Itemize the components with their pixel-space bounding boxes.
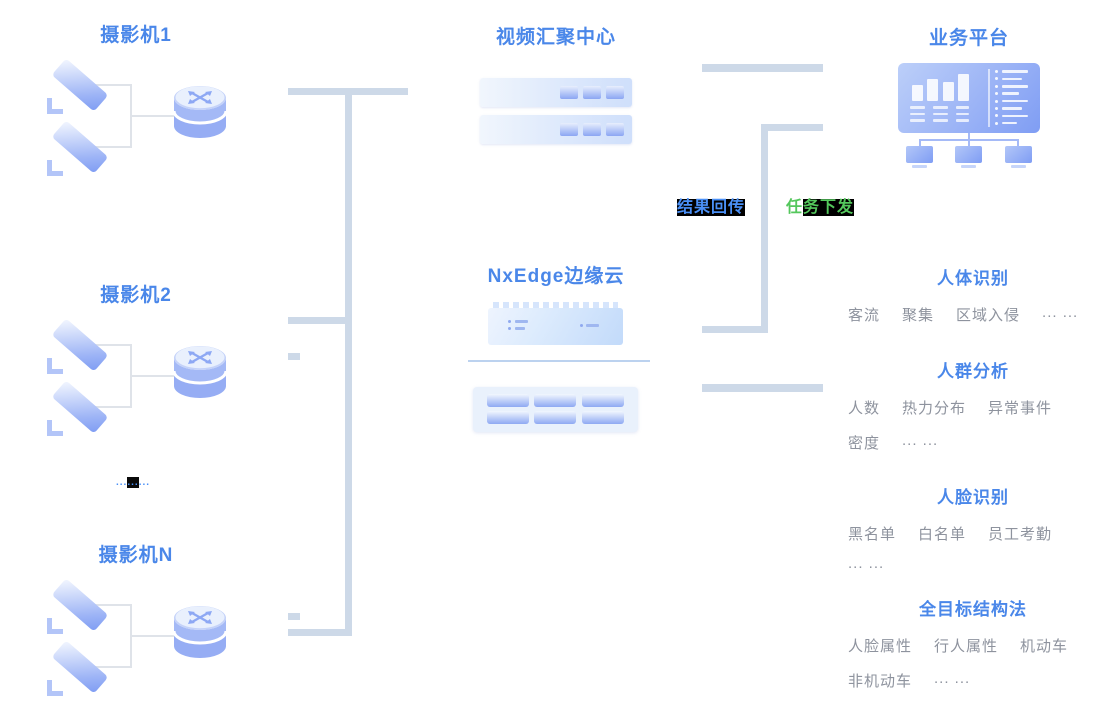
camera-link-line: [88, 406, 132, 408]
feature-item: 机动车: [1020, 638, 1069, 655]
camera-link-line: [88, 146, 132, 148]
feature-item: 聚集: [902, 307, 935, 324]
result-flow-text: 结果回传: [677, 199, 746, 216]
camera-link-line: [130, 635, 176, 637]
connector-stub: [288, 613, 300, 620]
platform-link-line: [968, 140, 970, 147]
cctv-camera-icon: [47, 380, 110, 436]
edge-cloud-title: NxEdge边缘云: [487, 266, 625, 287]
feature-section-body-recognition: 人体识别 客流 聚集 区域入侵 ... ...: [848, 264, 1098, 325]
cctv-camera-icon: [47, 318, 110, 374]
cctv-camera-icon: [47, 120, 110, 176]
monitor-stand: [961, 165, 976, 168]
monitor-stand: [1011, 165, 1026, 168]
camera-group-title: 摄影机N: [98, 545, 174, 566]
feature-item: 人数: [848, 400, 881, 417]
platform-link-line: [919, 140, 921, 147]
result-flow-label: 结果回传: [677, 199, 746, 217]
cctv-camera-icon: [47, 58, 110, 114]
task-flow-text-tail: 务下发: [803, 199, 855, 216]
client-monitor-icon: [906, 146, 933, 163]
more-cameras-ellipsis: .........: [116, 477, 151, 488]
cctv-camera-icon: [47, 578, 110, 634]
cctv-camera-icon: [47, 640, 110, 696]
feature-title: 人脸识别: [937, 488, 1009, 507]
connector-line: [702, 384, 823, 392]
feature-title: 全目标结构法: [919, 600, 1027, 619]
feature-item: ... ...: [902, 432, 939, 449]
server-icon: [480, 78, 632, 107]
task-flow-label: 任务下发: [786, 199, 855, 217]
feature-section-crowd-analysis: 人群分析 人数 热力分布 异常事件 密度 ... ...: [848, 357, 1098, 453]
platform-title: 业务平台: [928, 28, 1009, 49]
connector-line: [288, 317, 346, 324]
dashboard-icon: [898, 63, 1040, 133]
camera-link-line: [88, 666, 132, 668]
camera-group-2: 摄影机2: [40, 280, 240, 470]
camera-group-1: 摄影机1: [40, 20, 240, 210]
router-icon: [172, 344, 228, 409]
feature-item: 黑名单: [848, 526, 897, 543]
camera-link-line: [88, 84, 132, 86]
connector-line: [763, 124, 823, 131]
camera-link-line: [130, 115, 176, 117]
feature-item: 密度: [848, 435, 881, 452]
feature-item: 客流: [848, 307, 881, 324]
feature-item: 热力分布: [902, 400, 967, 417]
client-monitor-icon: [955, 146, 982, 163]
aggregation-title: 视频汇聚中心: [495, 27, 616, 48]
feature-item: 人脸属性: [848, 638, 913, 655]
platform-link-line: [968, 133, 970, 140]
camera-group-title: 摄影机1: [100, 25, 172, 46]
camera-group-title: 摄影机2: [100, 285, 172, 306]
camera-link-line: [88, 604, 132, 606]
feature-title: 人体识别: [937, 269, 1009, 288]
connector-line: [761, 124, 768, 333]
platform-link-line: [1017, 140, 1019, 147]
dots: ...: [138, 477, 151, 488]
feature-section-face-recognition: 人脸识别 黑名单 白名单 员工考勤 ... ...: [848, 483, 1098, 572]
camera-group-n: 摄影机N: [40, 540, 240, 720]
connector-line: [345, 88, 352, 636]
feature-title: 人群分析: [937, 362, 1009, 381]
task-flow-text-head: 任: [786, 199, 804, 216]
monitor-stand: [912, 165, 927, 168]
router-icon: [172, 84, 228, 149]
camera-link-line: [130, 375, 176, 377]
client-monitor-icon: [1005, 146, 1032, 163]
feature-item: 行人属性: [934, 638, 999, 655]
feature-item: 白名单: [918, 526, 967, 543]
connector-stub: [288, 353, 300, 360]
feature-section-full-target: 全目标结构法 人脸属性 行人属性 机动车 非机动车 ... ...: [848, 595, 1098, 691]
server-icon: [480, 115, 632, 144]
feature-item: 非机动车: [848, 673, 913, 690]
feature-item: ... ...: [934, 670, 971, 687]
dots: ...: [116, 477, 128, 488]
feature-item: ... ...: [848, 555, 885, 572]
dots: ...: [127, 477, 139, 488]
server-rack-icon: [473, 387, 638, 432]
connector-line: [702, 64, 823, 72]
feature-item: 员工考勤: [988, 526, 1053, 543]
camera-link-line: [88, 344, 132, 346]
edge-divider-line: [468, 360, 650, 362]
feature-item: ... ...: [1042, 304, 1079, 321]
router-icon: [172, 604, 228, 669]
connector-line: [288, 629, 350, 636]
connector-line: [702, 326, 768, 333]
feature-item: 区域入侵: [956, 307, 1021, 324]
feature-item: 异常事件: [988, 400, 1053, 417]
edge-chip-icon: [488, 302, 623, 345]
